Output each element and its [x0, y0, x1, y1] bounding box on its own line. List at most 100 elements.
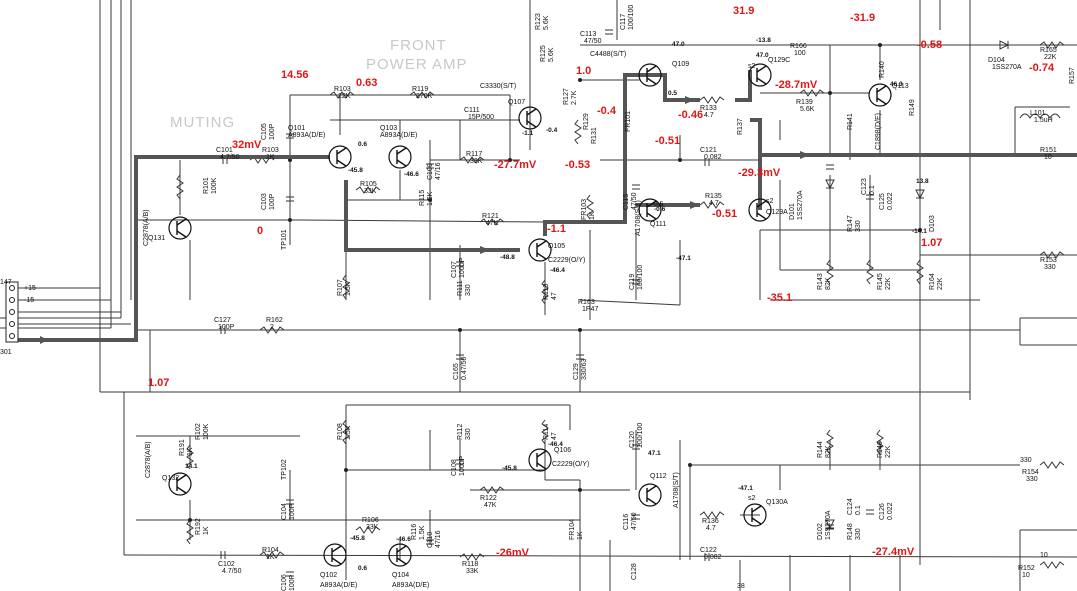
component-ref-r107-14: R107 — [337, 279, 344, 296]
node-voltage-16: -45.8 — [502, 465, 517, 472]
node-voltage-10: 47.0 — [672, 41, 685, 48]
component-ref-r112-65: R112 — [457, 424, 464, 440]
component-value-r121-13: 47K — [486, 220, 499, 227]
node-voltage-12: -13.8 — [756, 37, 771, 44]
component-ref-c115-30: C115 — [623, 194, 630, 210]
component-value-d101-49: 1SS270A — [797, 190, 804, 220]
transistor-part-q132: C2878(A/B) — [145, 441, 152, 478]
component-value-c124-85: 0.1 — [855, 505, 862, 515]
component-value-c104-73: 100P — [289, 503, 296, 520]
transistor-part-q113: C1898(D/E) — [875, 113, 882, 150]
power-connector — [5, 281, 131, 343]
transistor-part-q106: C2229(O/Y) — [552, 461, 589, 468]
measurement-0: 14.56 — [281, 69, 309, 81]
transistor-q112 — [638, 483, 662, 507]
transistor-ref-q130a: Q130A — [766, 499, 788, 506]
component-value-r163-18: 1P47 — [582, 306, 598, 313]
component-ref-r106-69: R106 — [362, 517, 379, 524]
component-ref-c116-77: C116 — [623, 514, 630, 530]
misc-labels: s2 s2 s2 38 330 10 — [737, 63, 1048, 590]
component-ref-fr104-76: FR104 — [569, 519, 576, 540]
component-value-r165-47: 22K — [1044, 54, 1057, 61]
measurement-20: 1.07 — [148, 377, 169, 389]
transistor-q129c — [748, 63, 772, 87]
component-value-r191-59: 1K — [187, 447, 194, 456]
component-value-c117-21: 100/100 — [628, 5, 635, 30]
transistor-ref-q111: Q111 — [650, 221, 666, 228]
component-value-r108-63: 1.5K — [345, 425, 352, 440]
component-ref-r163-18: R163 — [578, 299, 595, 306]
component-ref-c106-74: C106 — [281, 574, 288, 591]
component-ref-d103-50: D103 — [929, 215, 936, 232]
component-ref-r105-10: R105 — [360, 181, 377, 188]
component-value-c115-30: 47/50 — [631, 192, 638, 210]
component-ref-c119-19: C119 — [629, 274, 636, 290]
transistor-q109 — [638, 63, 662, 87]
component-ref-d101-49: D101 — [789, 203, 796, 220]
node-voltage-11: 0.5 — [668, 90, 677, 97]
transistor-ref-q132: Q132 — [162, 475, 179, 482]
component-value-r127-25: 2.7K — [571, 90, 578, 105]
transistor-ref-q103: Q103 — [380, 125, 397, 132]
node-voltage-6: -46.4 — [550, 267, 565, 274]
component-ref-c126-84: C126 — [879, 503, 886, 520]
node-voltage-18: -47.1 — [738, 485, 753, 492]
transistor-q113 — [868, 83, 892, 107]
component-ref-r165-47: R165 — [1040, 47, 1057, 54]
measurement-8: -0.46 — [678, 109, 703, 121]
component-ref-r103-7: R103 — [262, 147, 279, 154]
component-ref-c125-52: C125 — [879, 193, 886, 210]
component-value-r135-34: 4.7 — [709, 200, 719, 207]
transistor-ref-q109: Q109 — [672, 61, 689, 68]
component-ref-c110-71: C110 — [427, 532, 434, 548]
component-ref-r108-63: R108 — [337, 423, 344, 440]
component-ref-r125-23: R125 — [540, 45, 547, 62]
transistor-q107 — [518, 106, 542, 130]
component-value-r133-32: 4.7 — [704, 112, 714, 119]
measurement-12: -28.7mV — [775, 79, 818, 91]
component-ref-r152-87: R152 — [1018, 565, 1035, 572]
component-ref-fr103-29: FR103 — [581, 199, 588, 220]
component-ref-fr101-28: FR101 — [625, 111, 632, 132]
component-ref-r137-33: R137 — [737, 118, 744, 135]
component-value-r136-78: 4.7 — [706, 525, 716, 532]
component-ref-c4488st-24: C4488(S/T) — [590, 51, 626, 58]
transistor-ref-q129c: Q129C — [768, 57, 790, 64]
component-value-r111-16: 330 — [465, 284, 472, 296]
measurement-3: -27.7mV — [494, 159, 537, 171]
component-value-r147-41: 330 — [855, 220, 862, 232]
component-value-r103-7: 1K — [266, 154, 275, 161]
transistor-ref-q129a: Q129A — [766, 209, 788, 216]
component-ref-c3330st-2: C3330(S/T) — [480, 83, 516, 90]
node-voltage-9: -0.6 — [654, 206, 666, 213]
component-value-c101-6: 4.7/50 — [220, 154, 240, 161]
component-value-r144-81: 82K — [825, 445, 832, 458]
component-value-r103-0: 12K — [338, 93, 351, 100]
transistor-ref-q102: Q102 — [320, 572, 337, 579]
component-value-c125-52: 0.022 — [887, 192, 894, 210]
component-ref-c117-21: C117 — [620, 14, 627, 30]
component-ref-r102-88: R102 — [195, 423, 202, 440]
node-voltage-13: -14.1 — [912, 228, 927, 235]
connector-pin-plus15: +15 — [24, 285, 36, 292]
component-value-fr103-29: 1K — [589, 211, 596, 220]
transistor-part-q102: A893A(D/E) — [320, 582, 357, 589]
title-block: FRONT POWER AMP MUTING — [170, 37, 467, 131]
component-ref-c101-6: C101 — [216, 147, 233, 154]
component-ref-c113-20: C113 — [580, 31, 596, 38]
measurement-1: 0.63 — [356, 77, 377, 89]
component-value-r118-72: 33K — [466, 568, 479, 575]
measurement-19: 0 — [257, 225, 263, 237]
component-ref-r154-86: R154 — [1022, 469, 1039, 476]
component-ref-r129-26: R129 — [583, 113, 590, 130]
component-value-l101-53: 1.5uH — [1034, 117, 1053, 124]
label-330: 330 — [1020, 457, 1032, 464]
component-ref-tp101-54: TP101 — [281, 229, 288, 250]
component-value-r166-36: 100 — [794, 50, 806, 57]
component-ref-r144-81: R144 — [817, 441, 824, 458]
transistor-ref-q107: Q107 — [508, 99, 525, 106]
connector-ref-top: 147 — [0, 279, 12, 286]
measurement-21: -26mV — [496, 547, 530, 559]
